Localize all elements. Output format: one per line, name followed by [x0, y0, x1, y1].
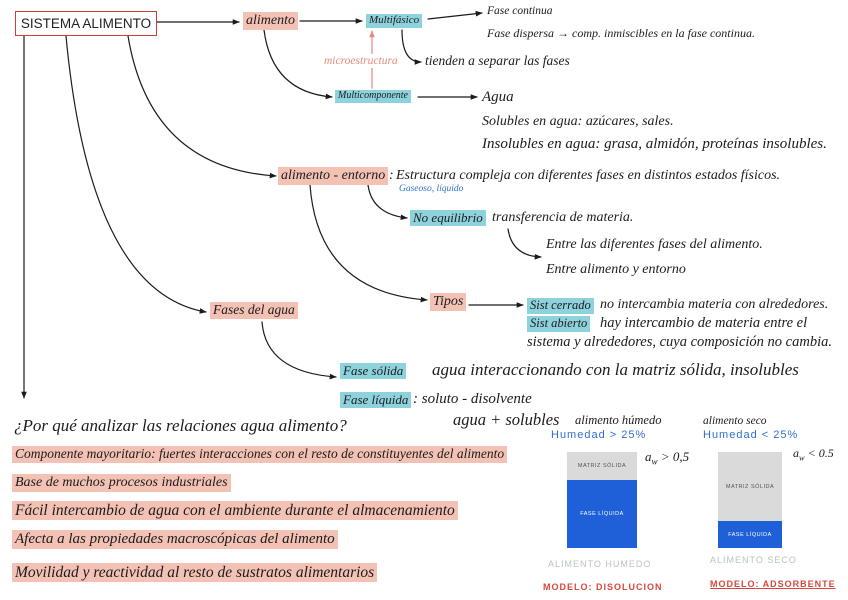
sistema-alimento-box: SISTEMA ALIMENTO — [15, 11, 157, 36]
node-fases-del-agua: Fases del agua — [210, 302, 298, 319]
arrow-sistema-to-entorno — [127, 35, 277, 179]
liquid-phase-region: FASE LÍQUIDA — [567, 480, 637, 548]
node-tipos: Tipos — [430, 293, 467, 311]
node-multicomponente: Multicomponente — [335, 90, 411, 103]
liquid-phase-label: FASE LÍQUIDA — [728, 531, 772, 538]
node-fase-solida: Fase sólida — [340, 363, 407, 380]
arrow-fases-agua-to-solida — [261, 321, 337, 380]
node-fase-liquida: Fase líquida — [340, 392, 412, 409]
multicomponente-item-insolubles: Insolubles en agua: grasa, almidón, prot… — [482, 136, 827, 152]
model-humedo-title: alimento húmedo — [575, 413, 662, 427]
tienden-separar-text: tienden a separar las fases — [425, 53, 570, 68]
sistema-alimento-title: SISTEMA ALIMENTO — [20, 16, 152, 31]
sist-cerrado-description: no intercambia materia con alrededores. — [600, 297, 829, 312]
model-humedo-caption: ALIMENTO HUMEDO — [548, 559, 652, 569]
why-question: ¿Por qué analizar las relaciones agua al… — [14, 416, 347, 435]
sist-abierto-description-line2: sistema y alrededores, cuya composición … — [527, 334, 832, 350]
model-humedo-aw: aw > 0,5 — [645, 449, 689, 468]
liquid-phase-label: FASE LÍQUIDA — [580, 511, 624, 517]
aw-value: > 0,5 — [660, 449, 690, 464]
model-humedo-name: MODELO: DISOLUCION — [543, 582, 663, 592]
reason-item: Base de muchos procesos industriales — [12, 474, 231, 492]
multicomponente-item-agua: Agua — [482, 89, 514, 105]
arrow-to-tienden-separar — [401, 29, 422, 65]
model-humedo-diagram: MATRIZ SÓLIDA FASE LÍQUIDA — [567, 452, 637, 548]
model-seco-name: MODELO: ADSORBENTE — [710, 579, 836, 589]
node-sist-cerrado: Sist cerrado — [527, 298, 594, 314]
reason-item: Fácil intercambio de agua con el ambient… — [12, 501, 458, 521]
no-equilibrio-item-fases: Entre las diferentes fases del alimento. — [546, 237, 763, 252]
model-seco-humidity: Humedad < 25% — [703, 429, 799, 441]
entorno-colon: : — [389, 168, 394, 183]
model-humedo-humidity: Humedad > 25% — [551, 429, 647, 441]
node-multifasico: Multifásico — [366, 14, 423, 28]
fase-liquida-description: : soluto - disolvente — [413, 391, 532, 407]
arrow-transferencia-to-entre — [507, 228, 542, 260]
aw-subscript: w — [799, 453, 805, 463]
fase-solida-description: agua interaccionando con la matriz sólid… — [432, 360, 799, 379]
model-seco-title: alimento seco — [703, 415, 767, 427]
arrow-entorno-to-no-equilibrio — [367, 184, 408, 221]
model-seco-aw: aw < 0.5 — [793, 446, 834, 464]
aw-symbol: a — [645, 449, 652, 464]
node-sist-abierto: Sist abierto — [527, 316, 591, 332]
arrow-sistema-to-fases-agua — [65, 35, 207, 314]
solid-matrix-label: MATRIZ SÓLIDA — [725, 483, 775, 490]
model-seco-caption: ALIMENTO SECO — [710, 555, 797, 565]
fase-dispersa-text: Fase dispersa → comp. inmiscibles en la … — [487, 26, 755, 40]
sist-abierto-description-line1: hay intercambio de materia entre el — [600, 315, 808, 331]
arrow-multifasico-to-fase-continua — [427, 10, 483, 20]
entorno-description: Estructura compleja con diferentes fases… — [396, 168, 781, 183]
fase-continua-text: Fase continua — [487, 5, 553, 17]
reason-item: Componente mayoritario: fuertes interacc… — [12, 446, 508, 463]
no-equilibrio-description: transferencia de materia. — [492, 210, 634, 225]
microestructura-label: microestructura — [324, 54, 398, 69]
arrow-alimento-to-multicomponente — [263, 29, 333, 100]
liquid-phase-region: FASE LÍQUIDA — [718, 521, 782, 548]
aw-symbol: a — [793, 446, 799, 460]
no-equilibrio-item-entorno: Entre alimento y entorno — [546, 262, 686, 277]
reason-item: Afecta a las propiedades macroscópicas d… — [12, 530, 338, 549]
fase-liquida-note: agua + solubles — [453, 410, 560, 429]
model-seco-diagram: MATRIZ SÓLIDA FASE LÍQUIDA — [718, 452, 782, 548]
solid-matrix-region: MATRIZ SÓLIDA — [718, 452, 782, 521]
entorno-states-note: Gaseoso, líquido — [399, 184, 464, 194]
solid-matrix-label: MATRIZ SÓLIDA — [577, 463, 627, 469]
multicomponente-item-solubles: Solubles en agua: azúcares, sales. — [482, 114, 674, 129]
solid-matrix-region: MATRIZ SÓLIDA — [567, 452, 637, 480]
arrow-entorno-to-tipos — [309, 184, 428, 303]
node-alimento: alimento — [243, 12, 298, 30]
node-no-equilibrio: No equilibrio — [410, 210, 486, 227]
node-alimento-entorno: alimento - entorno — [278, 167, 389, 185]
reason-item: Movilidad y reactividad al resto de sust… — [12, 563, 378, 583]
aw-value: < 0.5 — [807, 446, 834, 460]
aw-subscript: w — [651, 456, 658, 467]
